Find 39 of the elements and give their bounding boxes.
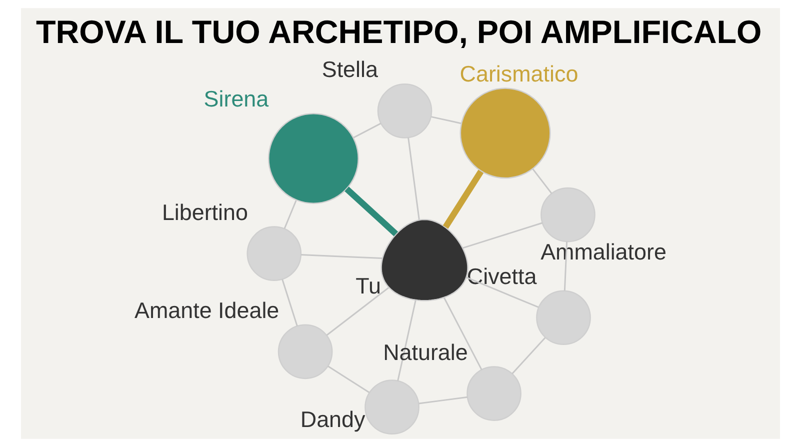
node-label: Naturale <box>382 340 468 365</box>
node-circle <box>536 290 590 346</box>
connector <box>442 170 484 229</box>
connector <box>563 242 568 291</box>
connector <box>281 279 298 326</box>
node-circle <box>540 187 595 242</box>
node-circle <box>459 88 550 179</box>
node-circle <box>466 366 521 421</box>
connector <box>511 337 546 374</box>
connector <box>396 300 416 382</box>
node-label: Tu <box>355 274 380 299</box>
connector <box>532 168 552 194</box>
node-person <box>380 218 468 302</box>
node-label: Sirena <box>203 86 268 112</box>
node-circle <box>277 324 332 380</box>
connector <box>465 276 538 308</box>
connector <box>327 366 369 394</box>
connector <box>300 254 382 259</box>
node-label: Carismatico <box>459 61 578 86</box>
connector <box>326 286 389 336</box>
connector <box>283 200 296 229</box>
connector <box>418 396 467 404</box>
connector <box>430 116 461 124</box>
node-label: Amante Ideale <box>134 298 279 323</box>
connector <box>352 122 381 138</box>
node-circle <box>246 226 302 281</box>
connector <box>442 297 482 370</box>
node-label: Stella <box>321 57 378 82</box>
diagram-title: TROVA IL TUO ARCHETIPO, POI AMPLIFICALO <box>35 14 762 50</box>
node-circle <box>268 113 358 204</box>
connector <box>407 138 420 220</box>
connector <box>462 222 542 249</box>
node-circle <box>376 84 432 138</box>
node-label: Ammaliatore <box>540 240 666 265</box>
node-label: Civetta <box>466 264 536 289</box>
connector <box>344 186 398 236</box>
node-circle <box>364 380 419 434</box>
node-label: Libertino <box>161 200 248 225</box>
node-label: Dandy <box>300 406 365 432</box>
